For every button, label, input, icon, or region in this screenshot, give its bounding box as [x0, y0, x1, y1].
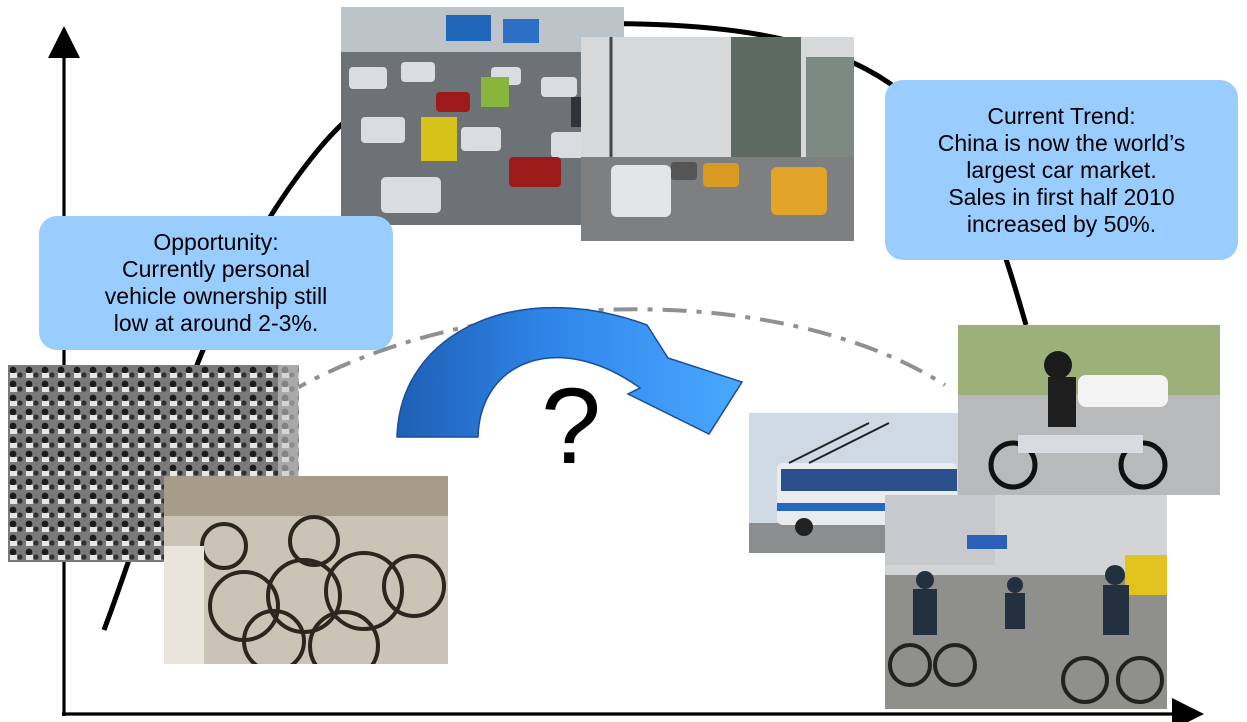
opportunity-line-4: low at around 2-3%. — [113, 310, 319, 336]
current-trend-line-4: Sales in first half 2010 — [948, 183, 1175, 210]
traffic-jam-photo — [341, 7, 624, 225]
question-mark: ? — [540, 365, 602, 486]
city-taxis-photo — [581, 37, 854, 241]
e-bike-rider-photo — [958, 325, 1220, 495]
opportunity-line-2: Currently personal — [122, 256, 310, 282]
current-trend-line-2: China is now the world’s — [937, 129, 1186, 156]
current-trend-callout: Current Trend: China is now the world’s … — [885, 80, 1238, 260]
opportunity-line-3: vehicle ownership still — [104, 283, 328, 309]
street-cyclists-photo — [885, 495, 1167, 709]
current-trend-line-5: increased by 50%. — [966, 210, 1157, 237]
opportunity-line-1: Opportunity: — [153, 229, 279, 255]
parked-bicycles-photo — [164, 476, 448, 664]
current-trend-line-3: largest car market. — [966, 156, 1157, 183]
current-trend-line-1: Current Trend: — [987, 102, 1136, 129]
dash-dot-arc — [283, 307, 947, 397]
opportunity-callout: Opportunity: Currently personal vehicle … — [39, 216, 393, 350]
curved-blue-arrow — [396, 306, 744, 438]
